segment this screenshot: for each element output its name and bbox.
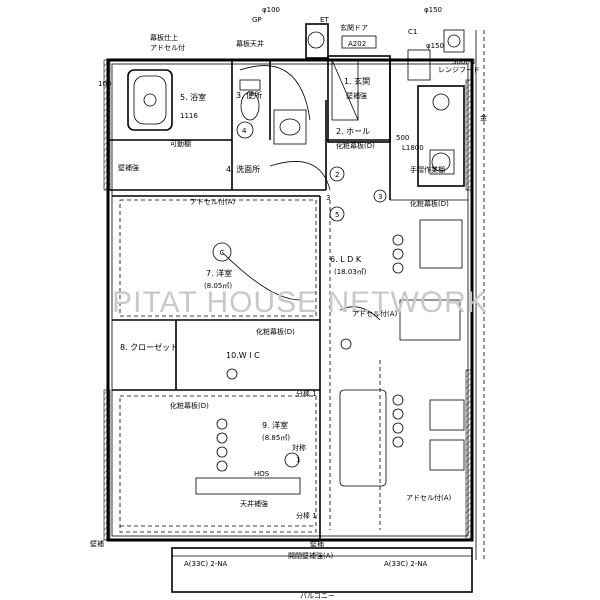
room-western9: 9. 洋室 [262, 420, 288, 430]
label-kitchen-shelf: 手摺作業棚 [410, 165, 445, 174]
label-note-top: 3000N [452, 58, 475, 66]
label-gp: GP [252, 16, 262, 24]
ceiling-dashes [119, 199, 381, 533]
toilet-fixture [239, 79, 261, 121]
label-kesho-r: 化粧幕板(D) [410, 199, 449, 208]
label-phi150-top: φ150 [424, 6, 442, 14]
label-c1: C1 [408, 28, 417, 36]
balcony-rail [171, 547, 473, 593]
label-door-no: A202 [348, 40, 366, 48]
room-ldk: 6. L D K [330, 255, 362, 264]
label-kouki: 幕板天井 [236, 39, 264, 48]
label-kesho-9: 化粧幕板(D) [170, 401, 209, 410]
label-l1800: L1800 [402, 144, 424, 152]
room-western7-area: (8.05㎡) [204, 282, 232, 290]
label-wall-r: 壁補 [310, 539, 324, 548]
room-wic: 10.W I C [226, 351, 260, 360]
label-sash-wall: 開閉壁補強(A) [288, 551, 334, 560]
room-western9-area: (8.85㎡) [262, 434, 290, 442]
label-num2: 2 [335, 171, 339, 179]
label-phi100-top: φ100 [262, 6, 280, 14]
label-door-entrance: 玄関ドア [340, 23, 368, 32]
label-wall-reinf-bath: 壁補強 [118, 163, 139, 172]
room-bath: 5. 浴室 [180, 92, 206, 102]
label-taisho: 対称 [292, 443, 306, 452]
label-shin: 金 [480, 113, 487, 122]
shoe-cabinet [331, 59, 359, 121]
electric-symbols: C [212, 121, 387, 468]
room-entrance: 1. 玄関 [344, 76, 370, 86]
label-rangehood: レンジフード [438, 66, 480, 74]
interior-walls [108, 60, 468, 540]
ldk-furniture [339, 219, 465, 487]
label-sash-right: A(33C) 2-NA [384, 560, 427, 568]
label-bukken: 分棒 1 [296, 389, 317, 398]
label-ceiling-reinf: 天井補強 [240, 499, 268, 508]
room-toilet: 3. 便所 [236, 90, 262, 100]
label-aircon-top: アドセル付 [150, 43, 185, 52]
toilet-no: 1116 [180, 112, 198, 120]
label-phi150: φ150 [426, 42, 444, 50]
label-aircon-r: アドセル付(A) [406, 493, 452, 502]
wall-hatching [103, 59, 473, 541]
label-phi100-left: 100 [98, 80, 111, 88]
misc-labels: 玄関ドア A202 GP φ100 100 φ150 φ150 ET C1 幕板… [90, 6, 487, 568]
label-num4: 4 [242, 127, 247, 135]
room-lavatory: 4. 洗面所 [226, 164, 260, 174]
room-hall-note: 化粧幕板(D) [336, 141, 375, 150]
label-size500: 500 [396, 134, 409, 142]
label-et: ET [320, 16, 329, 24]
outer-walls [106, 58, 474, 542]
label-num1: 1 [296, 456, 300, 464]
label-bukken2: 分棒 1 [296, 511, 317, 520]
room-labels: 1. 玄関 壁補強 2. ホール 化粧幕板(D) 3. 便所 1116 4. 洗… [120, 76, 375, 600]
label-aircon-7: アドセル付(A) [190, 197, 236, 206]
label-sash-left: A(33C) 2-NA [184, 560, 227, 568]
label-num3b: 3 [378, 193, 382, 201]
label-num3: 3 [326, 194, 330, 202]
bed [195, 418, 301, 495]
right-axis [475, 30, 485, 560]
svg-text:C: C [220, 249, 225, 257]
label-num5: 5 [335, 211, 339, 219]
room-closet: 8. クローゼット [120, 342, 178, 352]
label-aircon-ldk: アドセル付(A) [352, 309, 398, 318]
label-movable-shelf: 可動棚 [170, 139, 191, 148]
kitchen-counter [417, 85, 465, 187]
watermark: PITAT HOUSE NETWORK [112, 286, 488, 319]
bathtub [127, 69, 173, 131]
room-entrance-note: 壁補強 [346, 91, 367, 100]
washbasin [273, 109, 307, 145]
label-kesho-l: 化粧幕板(D) [256, 327, 295, 336]
wiring [221, 65, 381, 321]
label-wall-l: 壁補 [90, 539, 104, 548]
room-hall: 2. ホール [336, 127, 370, 136]
label-makuita-top: 幕板仕上 [150, 33, 178, 42]
label-hos: HOS [254, 470, 270, 478]
room-balcony: バルコニー [300, 592, 335, 600]
room-ldk-area: (18.03㎡) [334, 268, 367, 276]
room-western7: 7. 洋室 [206, 268, 232, 278]
